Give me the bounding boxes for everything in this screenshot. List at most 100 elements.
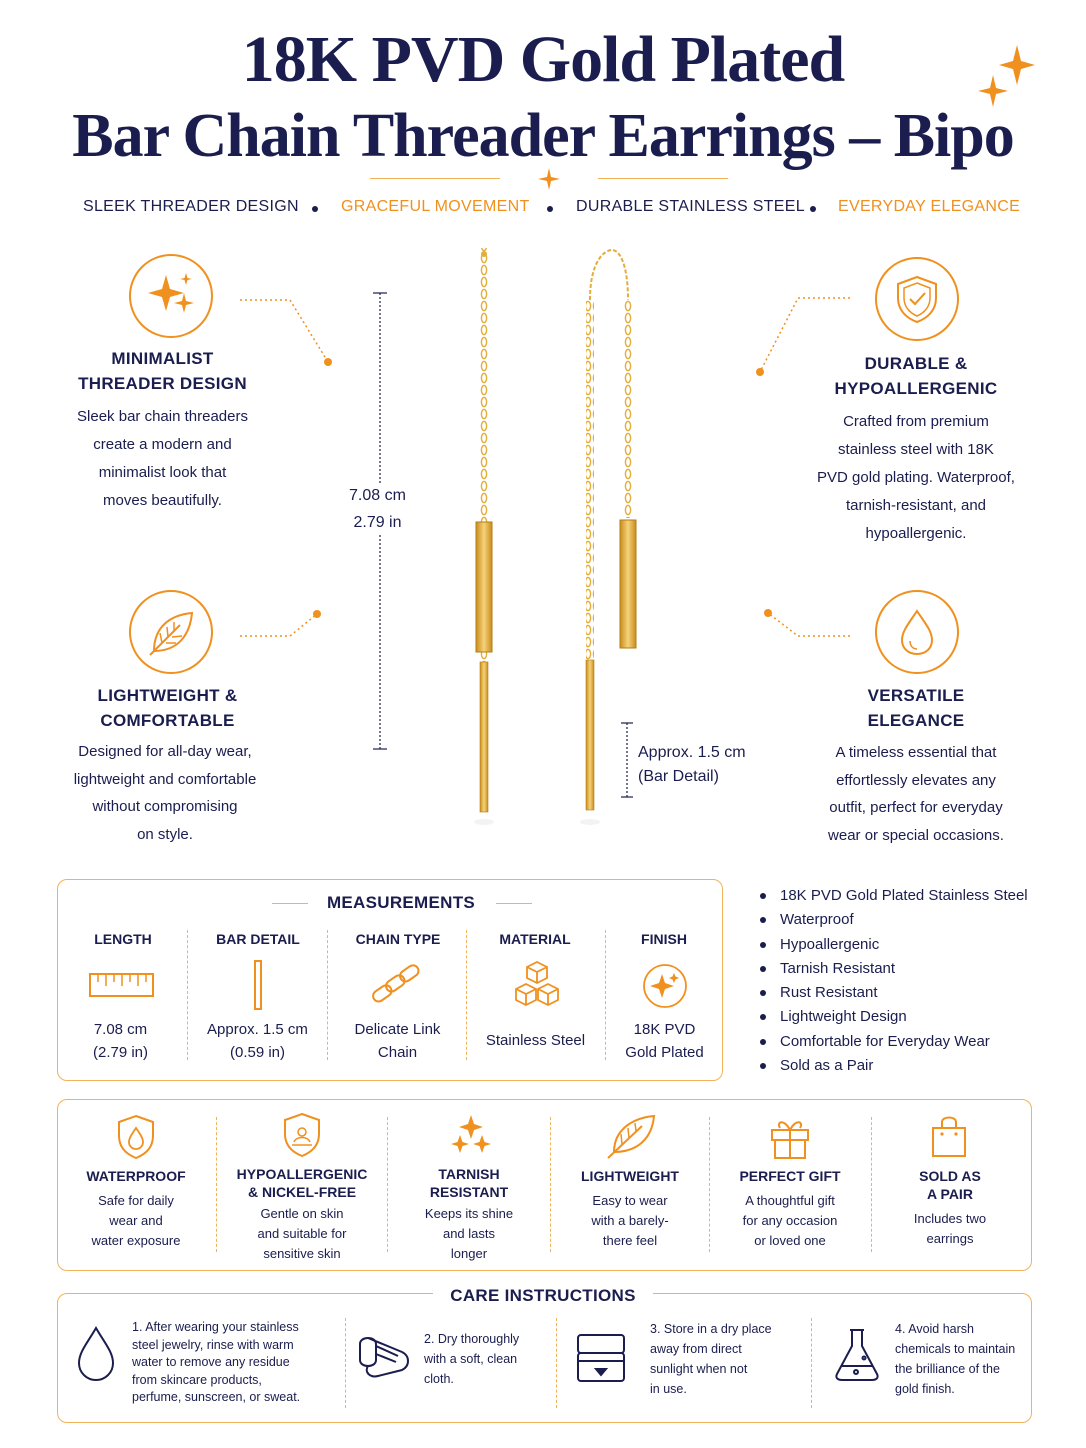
measure-material-label: MATERIAL bbox=[499, 931, 571, 947]
versatile-heading: VERSATILE ELEGANCE bbox=[867, 686, 965, 730]
list-item: Waterproof bbox=[760, 908, 1060, 932]
durable-text: Crafted from premium stainless steel wit… bbox=[817, 413, 1015, 542]
length-dimension-label: 7.08 cm 2.79 in bbox=[349, 487, 406, 531]
tagline-graceful: GRACEFUL MOVEMENT bbox=[341, 198, 530, 215]
column-separator bbox=[187, 930, 188, 1060]
measurements-divider bbox=[272, 903, 308, 904]
title-divider-left bbox=[370, 178, 500, 179]
page-title-line2: Bar Chain Threader Earrings – Bipo bbox=[72, 102, 1015, 170]
sparkle-circle-icon bbox=[643, 964, 687, 1008]
ruler-icon bbox=[89, 973, 154, 997]
list-item: 18K PVD Gold Plated Stainless Steel bbox=[760, 884, 1060, 908]
tagline-separator bbox=[810, 206, 816, 212]
column-separator bbox=[216, 1117, 217, 1252]
water-drop-icon bbox=[77, 1325, 115, 1382]
measure-bar-value: Approx. 1.5 cm (0.59 in) bbox=[207, 1021, 308, 1061]
cubes-icon bbox=[515, 960, 559, 1007]
column-separator bbox=[556, 1318, 557, 1408]
column-separator bbox=[871, 1117, 872, 1252]
shield-drop-icon bbox=[118, 1114, 154, 1160]
earrings-illustration bbox=[474, 248, 637, 825]
benefit-gift-title: PERFECT GIFT bbox=[739, 1168, 841, 1184]
tagline-durable: DURABLE STAINLESS STEEL bbox=[576, 198, 805, 215]
chain-link-icon bbox=[372, 964, 420, 1003]
durable-icon-circle bbox=[875, 257, 959, 341]
list-item: Comfortable for Everyday Wear bbox=[760, 1030, 1060, 1054]
measure-length-value: 7.08 cm (2.79 in) bbox=[92, 1021, 149, 1061]
list-item: Tarnish Resistant bbox=[760, 957, 1060, 981]
benefit-hypoallergenic-title: HYPOALLERGENIC& NICKEL-FREE bbox=[236, 1166, 368, 1200]
measure-finish-value: 18K PVD Gold Plated bbox=[625, 1021, 704, 1061]
bag-icon bbox=[932, 1116, 966, 1157]
tagline-everyday: EVERYDAY ELEGANCE bbox=[838, 198, 1021, 215]
measure-material-value: Stainless Steel bbox=[485, 1032, 586, 1049]
measure-length-label: LENGTH bbox=[94, 931, 152, 947]
care-title: CARE INSTRUCTIONS bbox=[433, 1286, 653, 1306]
tagline-separator bbox=[312, 206, 318, 212]
gift-icon bbox=[771, 1121, 809, 1159]
column-separator bbox=[327, 930, 328, 1060]
column-separator bbox=[550, 1117, 551, 1252]
minimalist-heading: MINIMALIST THREADER DESIGN bbox=[78, 349, 247, 393]
versatile-icon-circle bbox=[875, 590, 959, 674]
minimalist-icon-circle bbox=[129, 254, 213, 338]
divider-sparkle-icon bbox=[538, 168, 560, 190]
title-divider-right bbox=[598, 178, 728, 179]
minimalist-text: Sleek bar chain threaders create a moder… bbox=[77, 408, 248, 509]
page-title-line1: 18K PVD Gold Plated bbox=[241, 23, 846, 96]
sparkle-icon bbox=[451, 1115, 491, 1153]
list-item: Sold as a Pair bbox=[760, 1054, 1060, 1078]
versatile-text: A timeless essential that effortlessly e… bbox=[828, 744, 1004, 844]
feather-icon bbox=[607, 1114, 656, 1159]
benefits-box bbox=[57, 1099, 1032, 1271]
benefit-waterproof-title: WATERPROOF bbox=[86, 1168, 186, 1184]
column-separator bbox=[466, 930, 467, 1060]
benefit-lightweight-title: LIGHTWEIGHT bbox=[581, 1168, 679, 1184]
bar-icon bbox=[254, 960, 262, 1010]
column-separator bbox=[345, 1318, 346, 1408]
lightweight-text: Designed for all-day wear, lightweight a… bbox=[73, 743, 257, 843]
feature-connectors bbox=[240, 292, 850, 798]
durable-heading: DURABLE & HYPOALLERGENIC bbox=[834, 354, 998, 398]
cloth-icon bbox=[359, 1337, 409, 1378]
measurements-title: MEASUREMENTS bbox=[326, 893, 476, 912]
measure-bar-label: BAR DETAIL bbox=[216, 931, 300, 947]
jewelry-box-icon bbox=[577, 1334, 625, 1382]
measure-chain-label: CHAIN TYPE bbox=[355, 931, 441, 947]
column-separator bbox=[605, 930, 606, 1060]
lightweight-icon-circle bbox=[129, 590, 213, 674]
list-item: Lightweight Design bbox=[760, 1005, 1060, 1029]
column-separator bbox=[387, 1117, 388, 1252]
measure-chain-value: Delicate Link Chain bbox=[354, 1021, 441, 1061]
sparkle-icon bbox=[148, 273, 194, 313]
lightweight-heading: LIGHTWEIGHT & COMFORTABLE bbox=[97, 686, 238, 730]
column-separator bbox=[811, 1318, 812, 1408]
shield-check-icon bbox=[897, 275, 937, 324]
column-separator bbox=[709, 1117, 710, 1252]
shield-flower-icon bbox=[284, 1112, 320, 1158]
list-item: Rust Resistant bbox=[760, 981, 1060, 1005]
flask-icon bbox=[835, 1329, 879, 1381]
features-bullet-list: 18K PVD Gold Plated Stainless Steel Wate… bbox=[760, 884, 1060, 1078]
tagline-sleek: SLEEK THREADER DESIGN bbox=[83, 198, 299, 215]
leaf-icon bbox=[149, 611, 194, 656]
title-sparkle-icon bbox=[978, 45, 1035, 107]
bar-dimension-label: Approx. 1.5 cm (Bar Detail) bbox=[638, 744, 746, 785]
measurements-divider bbox=[496, 903, 532, 904]
list-item: Hypoallergenic bbox=[760, 933, 1060, 957]
droplet-icon bbox=[900, 609, 934, 656]
tagline-separator bbox=[547, 206, 553, 212]
measure-finish-label: FINISH bbox=[641, 931, 687, 947]
